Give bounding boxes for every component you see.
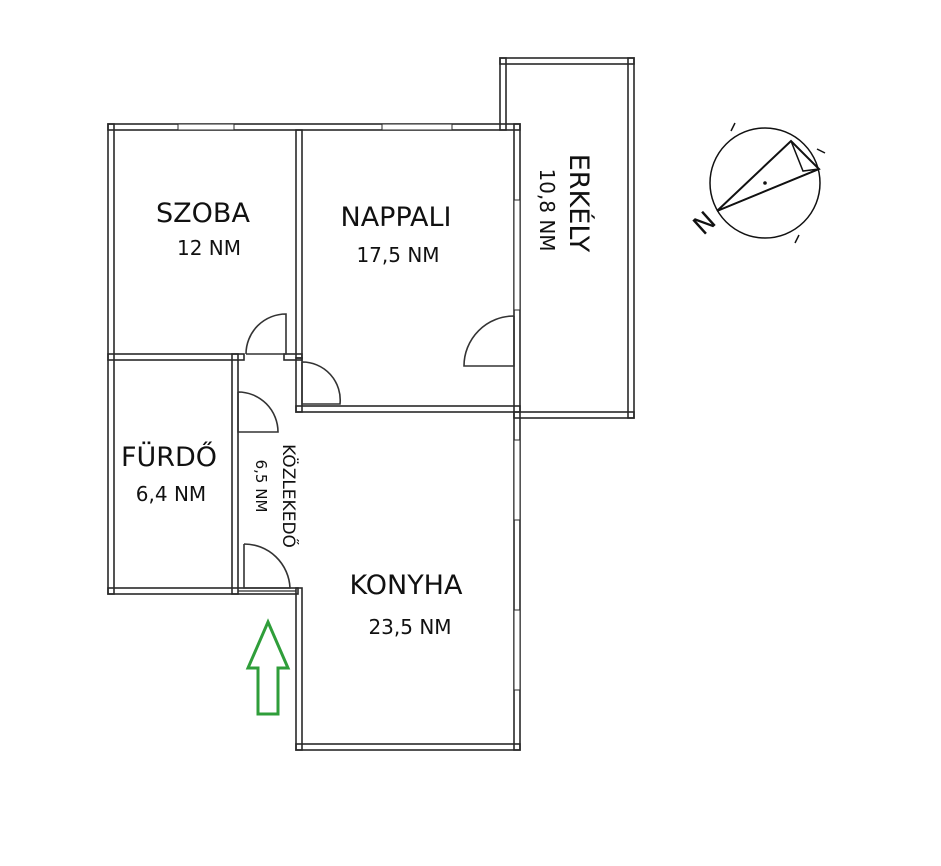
door-erkely	[463, 315, 515, 367]
room-name-konyha: KONYHA	[350, 570, 463, 601]
room-name-nappali: NAPPALI	[341, 202, 452, 233]
doors	[237, 313, 515, 589]
room-area-kozlekedo: 6,5 NM	[252, 460, 270, 513]
room-name-furdo: FÜRDŐ	[121, 441, 217, 473]
compass-icon	[709, 122, 826, 244]
door-entrance	[243, 543, 291, 589]
room-area-nappali: 17,5 NM	[356, 243, 439, 267]
room-name-szoba: SZOBA	[156, 198, 250, 229]
room-area-furdo: 6,4 NM	[136, 482, 206, 506]
windows	[177, 123, 521, 691]
room-name-kozlekedo: KÖZLEKEDŐ	[278, 444, 300, 548]
entrance-arrow-icon	[245, 618, 291, 716]
door-szoba	[245, 313, 287, 355]
room-area-szoba: 12 NM	[177, 236, 241, 260]
room-area-konyha: 23,5 NM	[368, 615, 451, 639]
door-furdo	[237, 391, 279, 433]
door-nappali-corridor	[301, 361, 341, 405]
room-labels: SZOBA 12 NM NAPPALI 17,5 NM ERKÉLY 10,8 …	[121, 154, 595, 639]
room-name-erkely: ERKÉLY	[563, 154, 595, 253]
room-area-erkely: 10,8 NM	[535, 168, 559, 251]
walls	[107, 57, 635, 751]
